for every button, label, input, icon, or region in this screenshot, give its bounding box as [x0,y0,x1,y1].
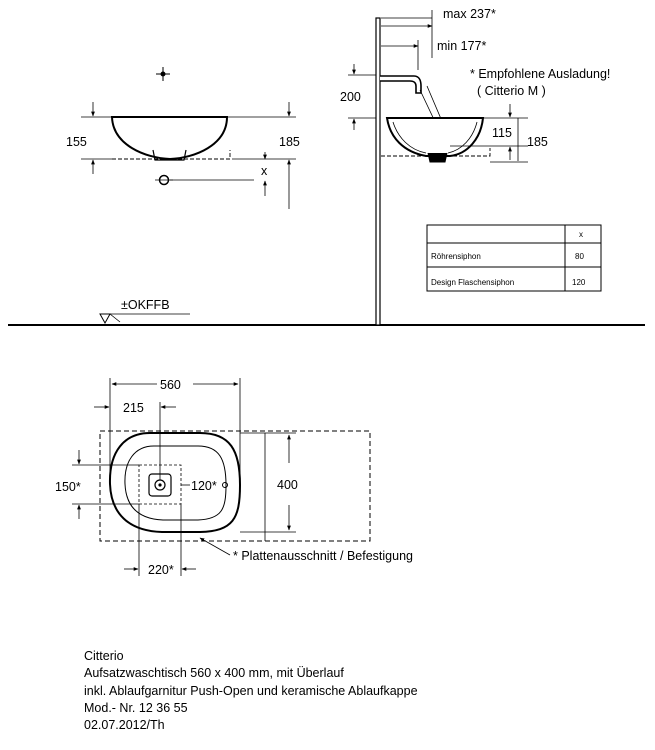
table-row-x: 80 [575,252,584,261]
cutout-rectangle [99,430,371,542]
product-name: Citterio [84,649,124,663]
overflow-hole [222,482,228,488]
dim-115: 115 [492,126,512,140]
dim-220: 220* [148,563,174,577]
basin-front-outline [385,117,485,157]
cutout-note: * Plattenausschnitt / Befestigung [233,549,413,563]
floor-label: ±OKFFB [121,298,170,312]
max-237-label: max 237* [443,7,496,21]
wall [375,17,381,326]
table-row-name: Röhrensiphon [431,252,481,261]
dim-150: 150* [55,480,81,494]
table-header-x: x [579,230,583,239]
dim-400: 400 [277,478,298,492]
basin-top-outer [108,432,242,533]
dim-155: 155 [66,135,87,149]
min-177-label: min 177* [437,39,486,53]
drain-bump [152,149,187,161]
model-number: Mod.- Nr. 12 36 55 [84,700,188,715]
dim-200: 200 [340,90,361,104]
basin-top-inner [124,445,227,521]
dim-x: x [261,164,268,178]
dim-185-side: 185 [279,135,300,149]
front-view: max 237* min 177* * Empfohlene Ausladung… [340,7,610,326]
basin-side-outline [110,116,229,161]
side-view: 155 185 x ±OKFFB [66,67,300,325]
note-line-1: * Empfohlene Ausladung! [470,67,610,81]
top-view: 560 215 150* 120* 400 220* * Plattenauss… [55,378,413,577]
description-line-2: inkl. Ablaufgarnitur Push-Open und keram… [84,683,418,698]
table-row-x: 120 [572,278,586,287]
dim-185-front: 185 [527,135,548,149]
faucet-spout [380,75,422,94]
note-line-2: ( Citterio M ) [477,84,546,98]
drawing-date: 02.07.2012/Th [84,718,165,733]
counter-dashed [381,148,491,157]
dim-560: 560 [160,378,181,392]
floor-marker: ±OKFFB [99,298,190,325]
siphon-table: x Röhrensiphon 80 Design Flaschensiphon … [426,224,602,292]
title-block: Citterio Aufsatzwaschtisch 560 x 400 mm,… [84,648,418,734]
description-line-1: Aufsatzwaschtisch 560 x 400 mm, mit Über… [84,666,344,681]
dim-215: 215 [123,401,144,415]
dim-120: 120* [191,479,217,493]
table-row-name: Design Flaschensiphon [431,278,514,287]
siphon-dashed-line [112,150,231,160]
tap-hole-symbol [156,67,170,81]
drain-front [427,152,448,163]
